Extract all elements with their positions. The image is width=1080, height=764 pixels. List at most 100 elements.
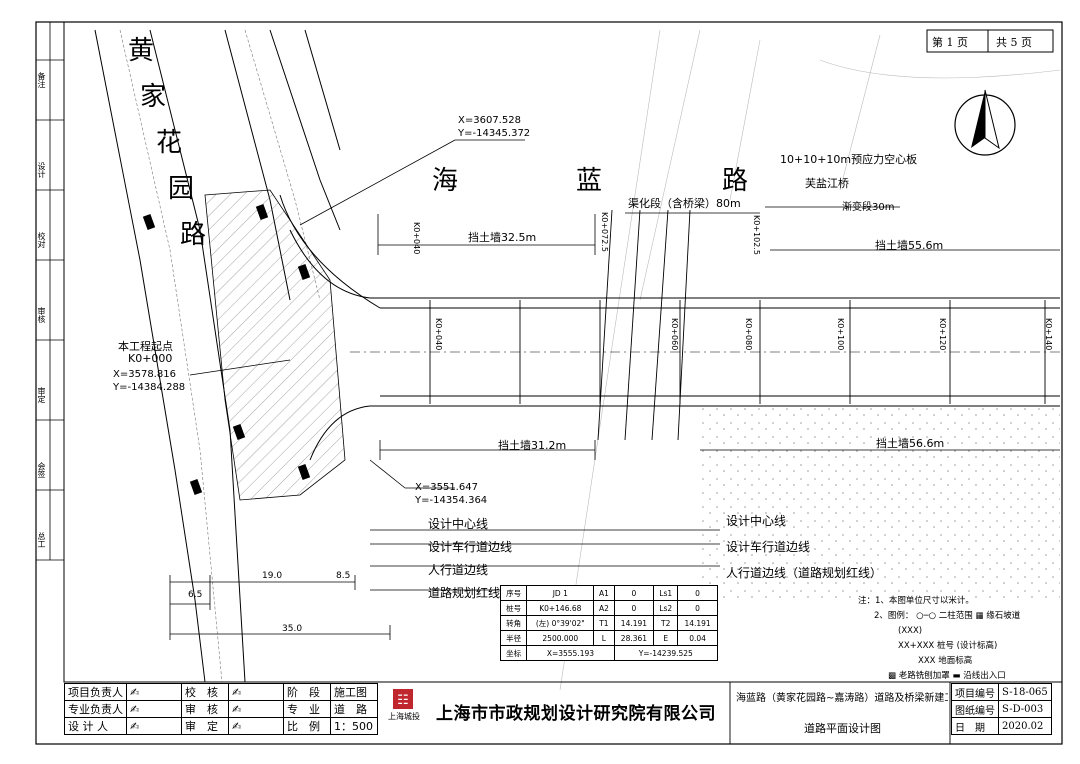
table-cell: 14.191	[677, 615, 718, 631]
notes: 注：1、本图单位尺寸以米计。 2、图例： ○─○ 二柱范围 ▦ 缘石坡道 (XX…	[858, 594, 1058, 684]
coord-x: X=3578.816	[113, 369, 176, 380]
note-text: 2、图例：	[874, 611, 914, 621]
table-row: 坐标 X=3555.193 Y=-14239.525	[499, 645, 719, 661]
table-cell: (左) 0°39'02"	[526, 615, 595, 631]
logo-text: 上海城投	[388, 712, 420, 721]
table-cell: A2	[593, 600, 615, 616]
signature-cell: ✍	[126, 717, 182, 735]
legend-text: 老路铣刨加罩	[898, 671, 950, 681]
signature-cell: ✍	[228, 717, 284, 735]
legend-lines-right: 设计中心线 设计车行道边线 人行道边线（道路规划红线）	[726, 508, 882, 586]
table-cell: 0	[613, 585, 655, 601]
legend-symbol: XXX	[918, 656, 936, 666]
table-row: 专业负责人 ✍ 审 核 ✍ 专 业 道 路	[64, 700, 378, 718]
station-label: K0+040	[434, 318, 443, 351]
station-label: K0+140	[1044, 318, 1053, 351]
road-char: 黄	[128, 36, 155, 66]
company-logo-icon: ☷	[393, 689, 413, 709]
table-cell: 项目编号	[951, 683, 999, 701]
dim-label: 35.0	[282, 624, 303, 634]
dim-label: 6.5	[188, 590, 203, 600]
table-cell: 日 期	[951, 717, 999, 735]
legend-line-label: 设计车行道边线	[428, 540, 513, 554]
table-cell: 半径	[499, 630, 528, 646]
side-strip: 备注 设计 校对 审核 审定 会签 总工	[36, 22, 50, 562]
table-cell: JD 1	[526, 585, 595, 601]
signature-table: 项目负责人 ✍ 校 核 ✍ 阶 段 施工图 专业负责人 ✍ 审 核 ✍ 专 业 …	[64, 683, 378, 735]
legend-line-label: 设计中心线	[428, 517, 489, 531]
coord-y: Y=-14354.364	[415, 495, 488, 506]
signature-cell: ✍	[228, 683, 284, 701]
legend-line-label: 道路规划红线	[428, 586, 501, 600]
table-cell: A1	[593, 585, 615, 601]
table-cell: 设 计 人	[64, 717, 127, 735]
table-cell: 阶 段	[283, 683, 331, 701]
info-table: 项目编号 S-18-065 图纸编号 S-D-003 日 期 2020.02	[951, 683, 1052, 735]
drawing-name: 道路平面设计图	[804, 722, 881, 735]
legend-text: 桩号	[936, 641, 954, 651]
legend-lines-left: 设计中心线 设计车行道边线 人行道边线 道路规划红线	[428, 513, 512, 605]
station-label: K0+060	[670, 318, 679, 351]
table-cell: 施工图	[330, 683, 378, 701]
note-line: (XXX)	[898, 624, 1058, 639]
table-cell: 0	[677, 585, 718, 601]
table-cell: S-D-003	[998, 700, 1052, 718]
legend-line-label: 人行道边线（道路规划红线）	[726, 566, 883, 580]
segment-wall-325: 挡土墙32.5m	[468, 231, 537, 244]
table-row: 设 计 人 ✍ 审 定 ✍ 比 例 1：500	[64, 717, 378, 735]
curve-element-table: 序号 JD 1 A1 0 Ls1 0 桩号 K0+146.68 A2 0 Ls2…	[499, 585, 719, 661]
table-row: 序号 JD 1 A1 0 Ls1 0	[499, 585, 718, 601]
note-line: XX+XXX 桩号 (设计标高)	[898, 639, 1058, 654]
station-label: K0+100	[836, 318, 845, 351]
dim-label: 8.5	[336, 571, 351, 581]
side-label: 设计	[37, 162, 46, 178]
note-line: 2、图例： ○─○ 二柱范围 ▦ 缘石坡道	[874, 609, 1058, 624]
legend-text: (设计标高)	[956, 641, 998, 651]
table-cell: 专业负责人	[64, 700, 127, 718]
entrance-icon: ▬	[952, 671, 961, 681]
road-char: 路	[722, 166, 749, 196]
table-row: 转角 (左) 0°39'02" T1 14.191 T2 14.191	[499, 615, 718, 631]
road-char: 家	[140, 82, 167, 112]
legend-text: 沿线出入口	[963, 671, 1006, 681]
legend-symbol: XX+XXX	[898, 641, 935, 651]
side-label: 备注	[37, 72, 46, 88]
company-name: 上海市市政规划设计研究院有限公司	[436, 704, 716, 724]
table-cell: K0+146.68	[526, 600, 595, 616]
signature-cell: ✍	[126, 700, 182, 718]
table-cell: 序号	[499, 585, 528, 601]
legend-line-label: 人行道边线	[428, 563, 489, 577]
legend-symbol: (XXX)	[898, 626, 923, 636]
table-cell: 项目负责人	[64, 683, 127, 701]
svg-text:☷: ☷	[397, 693, 409, 708]
side-label: 校对	[37, 232, 46, 248]
road-name-huangjiahuayuan: 黄 家 花 园 路	[128, 28, 206, 258]
table-cell: E	[653, 630, 679, 646]
table-cell: 转角	[499, 615, 528, 631]
side-label: 会签	[37, 462, 46, 478]
legend-text: 缘石坡道	[986, 611, 1021, 621]
table-cell: 图纸编号	[951, 700, 999, 718]
road-char: 花	[156, 128, 183, 158]
table-cell: 道 路	[330, 700, 378, 718]
legend-text: 地面标高	[938, 656, 973, 666]
legend-line-label: 设计中心线	[726, 514, 787, 528]
dim-label: 19.0	[262, 571, 283, 581]
table-cell: 专 业	[283, 700, 331, 718]
coord-bottom: X=3551.647 Y=-14354.364	[415, 481, 487, 507]
table-cell: Ls2	[653, 600, 679, 616]
curb-ramp-icon: ▦	[975, 611, 984, 621]
table-cell: T1	[593, 615, 615, 631]
page-total: 共 5 页	[996, 36, 1032, 49]
table-cell: X=3555.193	[526, 645, 615, 661]
table-cell: 审 核	[181, 700, 229, 718]
table-cell: 2500.000	[526, 630, 595, 646]
segment-wall-566: 挡土墙56.6m	[876, 437, 945, 450]
table-cell: 0.04	[677, 630, 718, 646]
table-cell: 坐标	[499, 645, 528, 661]
segment-wall-312: 挡土墙31.2m	[498, 439, 567, 452]
road-char: 海	[432, 166, 459, 196]
table-cell: 14.191	[613, 615, 655, 631]
table-row: 图纸编号 S-D-003	[951, 700, 1052, 718]
